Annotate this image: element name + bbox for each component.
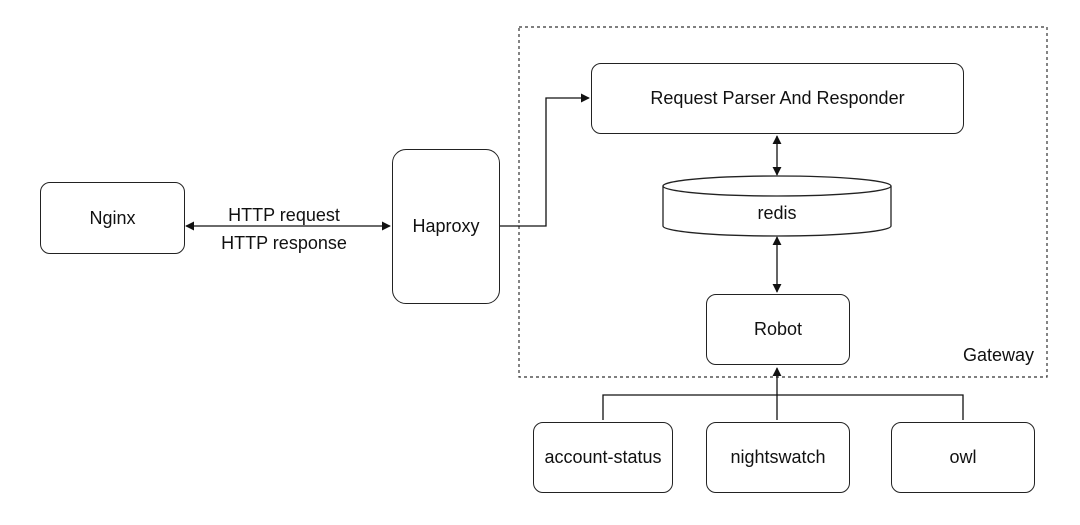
node-robot-label: Robot bbox=[753, 319, 803, 339]
edge-label-http-response: HTTP response bbox=[221, 233, 347, 253]
node-robot: Robot bbox=[706, 294, 850, 365]
group-label-gateway: Gateway bbox=[963, 345, 1035, 365]
node-redis-label: redis bbox=[757, 203, 797, 223]
edge-label-http-request: HTTP request bbox=[228, 205, 340, 225]
node-nginx: Nginx bbox=[40, 182, 185, 254]
gateway-boundary bbox=[518, 26, 1048, 378]
node-request-parser: Request Parser And Responder bbox=[591, 63, 964, 134]
edge-clients-bus bbox=[602, 394, 964, 420]
redis-cylinder bbox=[662, 175, 892, 237]
node-nightswatch-label: nightswatch bbox=[730, 447, 826, 467]
node-owl: owl bbox=[891, 422, 1035, 493]
node-haproxy-label: Haproxy bbox=[412, 216, 480, 236]
node-request-parser-label: Request Parser And Responder bbox=[650, 88, 905, 108]
node-account-status: account-status bbox=[533, 422, 673, 493]
edge-haproxy-parser bbox=[500, 93, 590, 227]
node-nginx-label: Nginx bbox=[89, 207, 136, 228]
node-nightswatch: nightswatch bbox=[706, 422, 850, 493]
node-owl-label: owl bbox=[949, 447, 977, 467]
node-account-status-label: account-status bbox=[544, 447, 662, 467]
node-haproxy: Haproxy bbox=[392, 149, 500, 304]
